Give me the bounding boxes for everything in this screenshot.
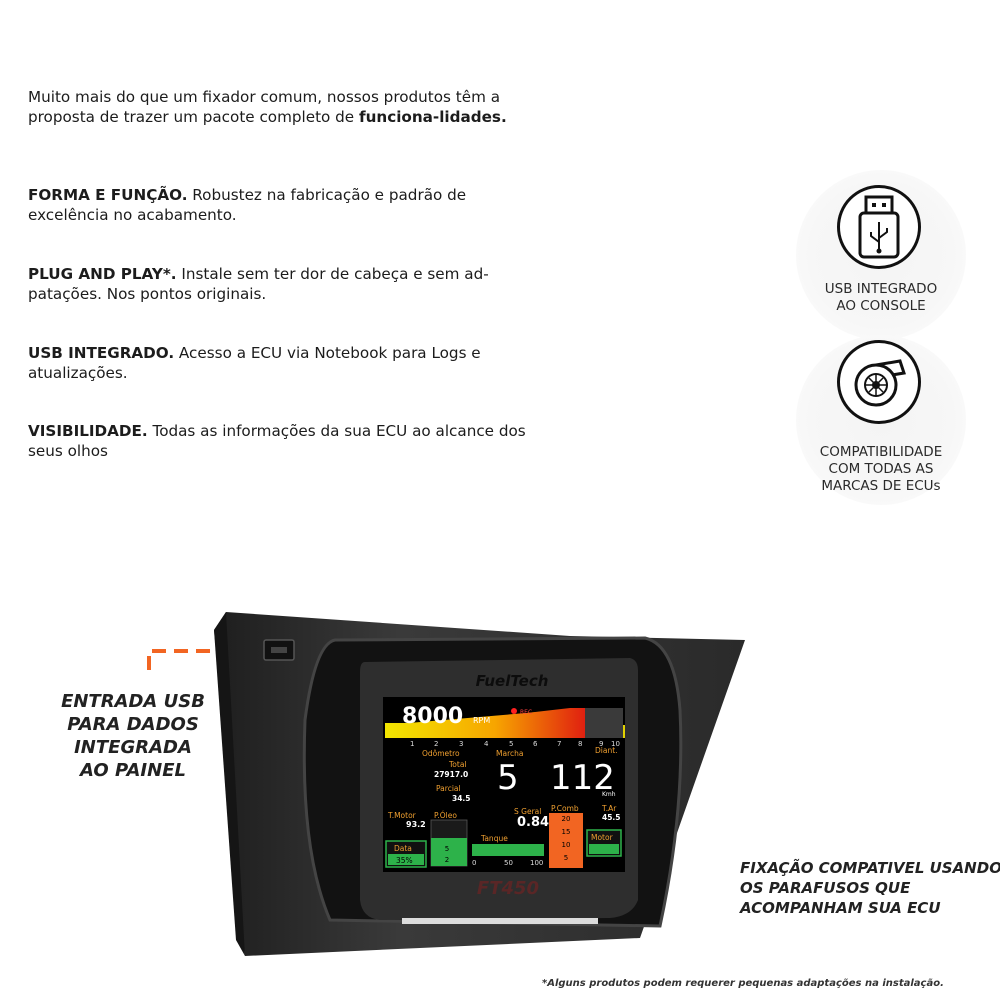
brand-logo: FuelTech [476,672,549,690]
poleo-gauge-fill [431,838,467,866]
diant-label: Diant. [595,746,618,755]
rec-dot [511,708,517,714]
marcha-value: 5 [497,758,519,798]
feature-title: PLUG AND PLAY*. [28,265,177,283]
gear-tick: 3 [459,740,463,748]
feature-title: USB INTEGRADO. [28,344,175,362]
callout-line: INTEGRADA [74,737,192,758]
gear-tick: 9 [599,740,603,748]
callout-line: ENTRADA USB [61,691,205,712]
feature-title: FORMA E FUNÇÃO. [28,186,188,204]
fixacao-callout: FIXAÇÃO COMPATIVEL USANDO OS PARAFUSOS Q… [740,858,1000,918]
callout-line: AO PAINEL [80,760,186,781]
gear-tick: 8 [578,740,582,748]
badge-label-line: COMPATIBILIDADE [819,444,943,460]
badge-label-line: AO CONSOLE [836,298,926,314]
display-mount-lip [402,918,598,924]
odometro-label: Odômetro [422,749,460,758]
turbo-badge-label: COMPATIBILIDADE COM TODAS AS MARCAS DE E… [791,444,971,495]
tar-value: 45.5 [602,813,621,822]
callout-line: PARA DADOS [67,714,199,735]
sgeral-label: S Geral [514,807,541,816]
parcial-value: 34.5 [452,794,471,803]
feature-text: Todas as informações da sua ECU ao alcan… [28,422,526,460]
marcha-label: Marcha [496,749,523,758]
gear-tick: 4 [484,740,489,748]
gear-scale: 1 2 3 4 5 6 7 8 9 10 [410,740,620,748]
speed-unit: Kmh [602,791,616,798]
badge-label-line: COM TODAS AS [828,461,934,477]
feature-text: Instale sem ter dor de cabeça e sem ad-p… [28,265,489,303]
speed-value: 112 [550,758,615,798]
feature-visibilidade: VISIBILIDADE. Todas as informações da su… [28,422,533,461]
gear-tick: 10 [611,740,620,748]
rpm-unit: RPM [473,716,490,725]
tmotor-value: 93.2 [406,820,426,829]
pcomb-tick: 5 [564,854,568,862]
usb-drive-icon [837,185,921,269]
pcomb-tick: 20 [562,815,571,823]
feature-title: VISIBILIDADE. [28,422,148,440]
feature-usb: USB INTEGRADO. Acesso a ECU via Notebook… [28,344,533,383]
poleo-label: P.Óleo [434,811,457,820]
tar-label: T.Ar [601,804,617,813]
gear-tick: 5 [509,740,513,748]
usb-port-slot [271,647,287,653]
gear-tick: 2 [434,740,438,748]
rec-label: REC [520,709,532,716]
feature-text: Acesso a ECU via Notebook para Logs e at… [28,344,481,382]
feature-text: Robustez na fabricação e padrão de excel… [28,186,467,224]
tanque-label: Tanque [480,834,508,843]
dashboard-panel: FuelTech FT450 8000 RPM REC 1 2 3 4 5 6 … [147,612,745,956]
model-logo: FT450 [477,878,539,899]
gear-tick: 1 [410,740,414,748]
tmotor-label: T.Motor [387,811,417,820]
tanque-tick: 50 [504,859,513,867]
usb-badge-label: USB INTEGRADO AO CONSOLE [791,281,971,315]
poleo-tick: 2 [445,856,449,864]
gear-tick: 7 [557,740,561,748]
data-gauge-fill [388,854,424,865]
rpm-value: 8000 [402,704,463,729]
badge-label-line: MARCAS DE ECUs [821,478,941,494]
motor-gauge-fill [589,844,619,854]
intro-text: Muito mais do que um fixador comum, noss… [28,88,501,126]
data-label: Data [394,844,412,853]
pcomb-label: P.Comb [551,804,579,813]
callout-line: FIXAÇÃO COMPATIVEL USANDO [740,859,1000,877]
bracket-edge [214,612,245,956]
pcomb-gauge [549,813,583,868]
turbo-icon [837,340,921,424]
badge-label-line: USB INTEGRADO [824,281,938,297]
motor-label: Motor [591,833,614,842]
feature-plug: PLUG AND PLAY*. Instale sem ter dor de c… [28,265,533,304]
intro-bold: funciona-lidades. [358,107,507,126]
poleo-tick: 5 [445,845,449,853]
pcomb-tick: 10 [562,841,571,849]
rpm-bar-redline [585,708,623,738]
total-label: Total [448,760,467,769]
tanque-gauge [472,844,544,856]
callout-line: OS PARAFUSOS QUE [740,879,911,897]
tanque-tick: 0 [472,859,476,867]
callout-line: ACOMPANHAM SUA ECU [740,899,941,917]
data-value: 35% [396,856,413,865]
footnote: *Alguns produtos podem requerer pequenas… [542,978,944,989]
tanque-tick: 100 [530,859,543,867]
total-value: 27917.0 [434,770,468,779]
feature-forma: FORMA E FUNÇÃO. Robustez na fabricação e… [28,186,533,225]
pcomb-tick: 15 [562,828,571,836]
rpm-bar-fill [385,725,585,738]
intro-paragraph: Muito mais do que um fixador comum, noss… [28,88,533,127]
sgeral-value: 0.84 [517,815,549,830]
usb-callout: ENTRADA USB PARA DADOS INTEGRADA AO PAIN… [58,690,208,782]
gear-tick: 6 [533,740,538,748]
rpm-bar-ramp [385,708,585,725]
parcial-label: Parcial [436,784,461,793]
